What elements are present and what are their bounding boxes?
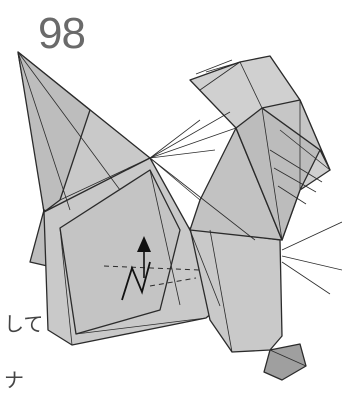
margin-text-2: ナ bbox=[4, 364, 24, 393]
foot-block bbox=[264, 344, 306, 380]
front-leg-panel bbox=[190, 228, 282, 352]
step-number: 98 bbox=[38, 12, 85, 56]
margin-text-1: して bbox=[4, 308, 43, 337]
